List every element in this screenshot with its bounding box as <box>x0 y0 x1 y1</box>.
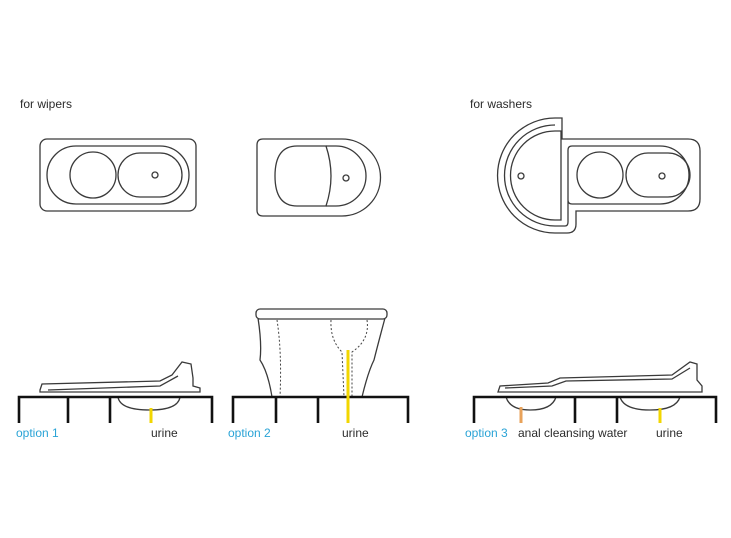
side-view-option-3 <box>472 361 718 423</box>
urine-label-3: urine <box>656 426 683 440</box>
top-view-squat-pan-washers <box>496 117 701 234</box>
urine-label-2: urine <box>342 426 369 440</box>
top-view-pedestal-toilet <box>256 138 382 217</box>
option-2-label: option 2 <box>228 426 271 440</box>
for-wipers-label: for wipers <box>20 97 73 111</box>
option-3-label: option 3 <box>465 426 508 440</box>
for-washers-label: for washers <box>470 97 533 111</box>
side-view-option-2 <box>231 308 410 423</box>
option-1-label: option 1 <box>16 426 59 440</box>
anal-cleansing-water-label: anal cleansing water <box>518 426 628 440</box>
side-view-option-1 <box>17 361 214 423</box>
top-view-squat-pan-wipers <box>39 138 197 212</box>
urine-label-1: urine <box>151 426 178 440</box>
